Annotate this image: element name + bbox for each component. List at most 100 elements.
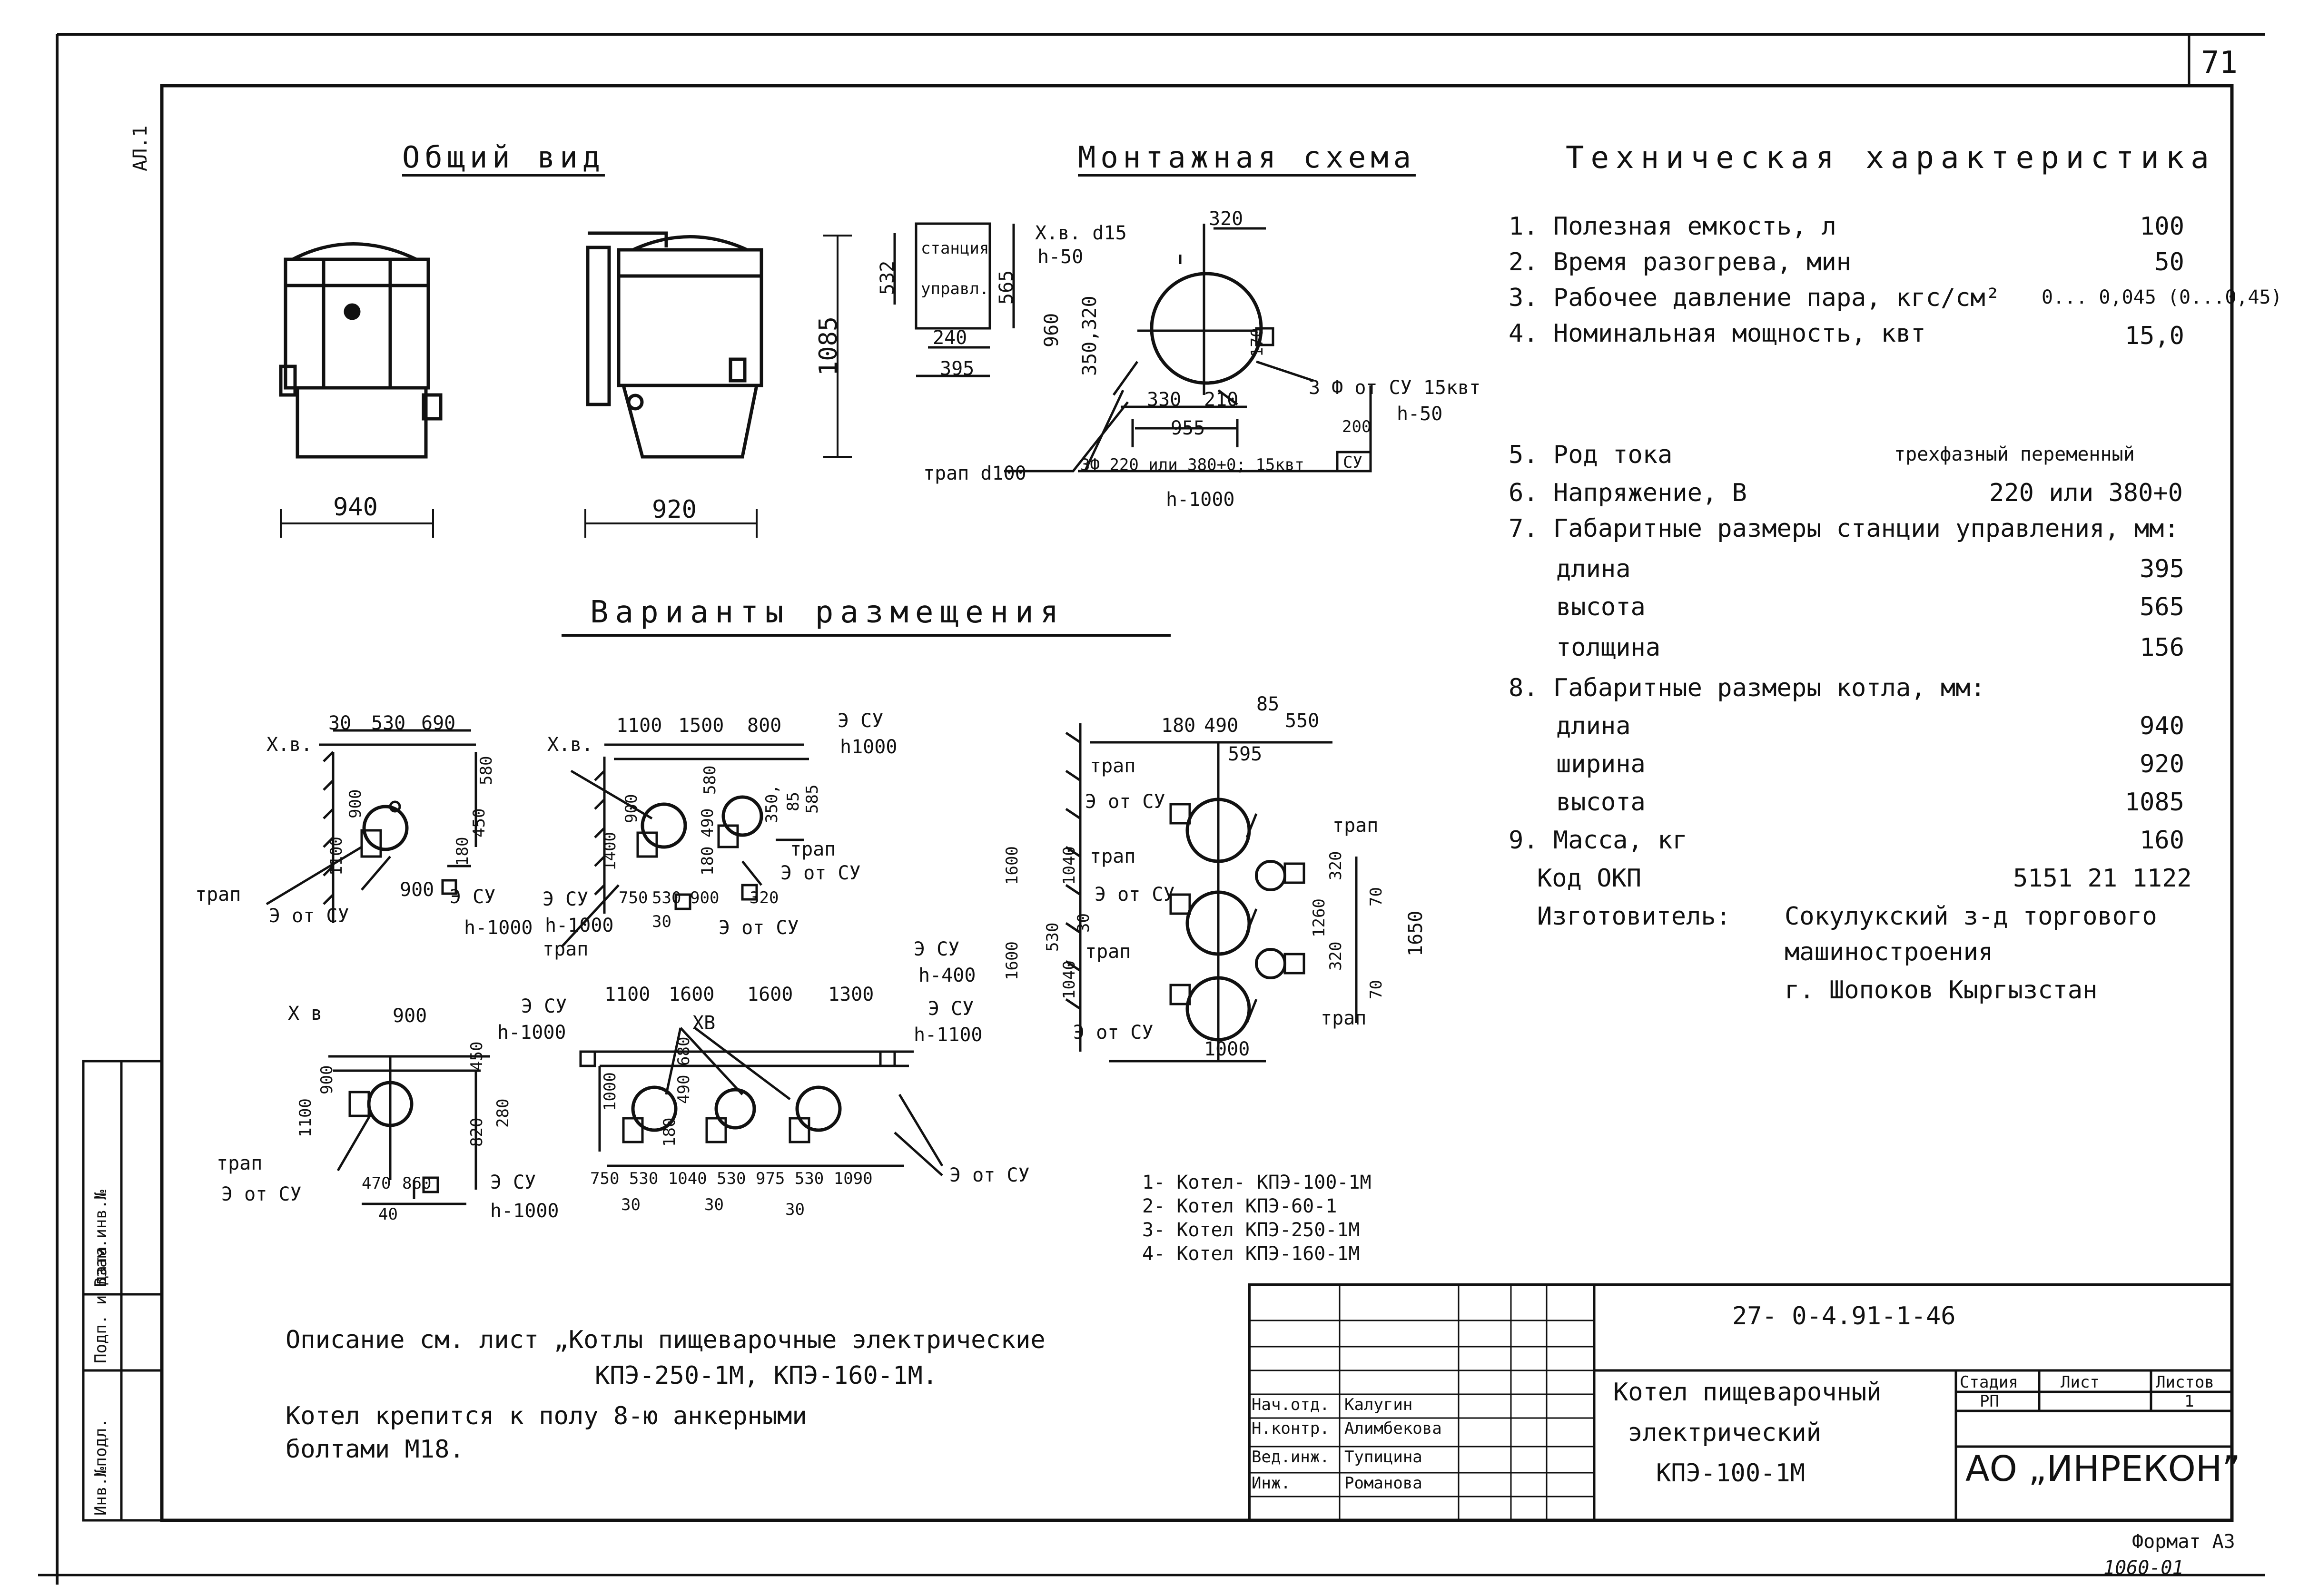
variant-4 [579, 1027, 944, 1176]
spec-7a-value: 395 [2140, 555, 2184, 583]
v5-su2: Э от СУ [1095, 884, 1175, 906]
v5-d1650: 1650 [1405, 910, 1427, 956]
dim-240: 240 [933, 327, 967, 349]
v5-trap4: трап [1332, 815, 1379, 837]
tb-sheet-header: Лист [2061, 1373, 2100, 1392]
v4-su-from: Э от СУ [949, 1164, 1030, 1186]
v2-h1000: h1000 [840, 736, 898, 758]
spec-2-label: 2. Время разогрева, мин [1509, 248, 1852, 276]
v5-d1040b: 1040 [1060, 960, 1079, 999]
company-name: АО „ИНРЕКОН” [1965, 1448, 2240, 1489]
spec-5-label: 5. Род тока [1509, 441, 1673, 469]
okp-label: Код ОКП [1537, 864, 1642, 893]
v2-d180: 180 [698, 846, 717, 876]
v2-d530: 530 [652, 888, 681, 907]
spec-7b-label: высота [1556, 593, 1646, 621]
variant-2 [561, 743, 809, 948]
variant-5 [1065, 723, 1358, 1063]
legend-item-4: 4- Котел КПЭ-160-1М [1142, 1243, 1360, 1265]
v1-d900: 900 [346, 789, 365, 818]
v5-d320b: 320 [1326, 941, 1345, 971]
v2-d85: 85 [784, 792, 803, 811]
v3-h1000: h-1000 [497, 1022, 566, 1044]
v2-su: Э СУ [838, 710, 884, 732]
v5-d490: 490 [1204, 715, 1239, 737]
spec-8a-value: 940 [2140, 712, 2184, 740]
variant-1 [266, 729, 477, 923]
side-code: АЛ.1 [129, 125, 151, 171]
v5-d1000: 1000 [1204, 1038, 1250, 1060]
spec-1-value: 100 [2140, 212, 2184, 241]
dim-532: 532 [877, 260, 898, 295]
v2-d1100: 1100 [616, 715, 662, 737]
note-line-2: КПЭ-250-1М, КПЭ-160-1М. [595, 1361, 938, 1390]
v4-d180: 180 [660, 1117, 679, 1147]
dim-565: 565 [996, 270, 1017, 305]
general-view-side [586, 231, 763, 459]
tb-role-1: Нач.отд. [1252, 1395, 1330, 1414]
h50-label: h-50 [1037, 246, 1084, 268]
v5-d1260: 1260 [1310, 898, 1329, 937]
v5-d1600a: 1600 [1003, 846, 1022, 885]
v5-d595: 595 [1228, 743, 1263, 765]
spec-2-value: 50 [2154, 248, 2184, 276]
dim-200: 200 [1342, 417, 1372, 436]
v3-su2: Э СУ [490, 1172, 536, 1193]
spec-9-value: 160 [2140, 826, 2184, 855]
tb-name-2: Алимбекова [1344, 1419, 1442, 1438]
spec-7c-label: толщина [1556, 633, 1661, 662]
okp-value: 5151 21 1122 [2013, 864, 2192, 893]
tb-role-4: Инж. [1252, 1474, 1291, 1493]
tb-name-4: Романова [1344, 1474, 1422, 1493]
v5-d30: 30 [1074, 913, 1093, 933]
tb-name-1: Калугин [1344, 1395, 1413, 1414]
tb-stage-header: Стадия [1960, 1373, 2018, 1392]
v1-xv: Х.в. [266, 734, 313, 756]
v1-d30: 30 [328, 712, 352, 734]
note-line-3: Котел крепится к полу 8-ю анкерными [286, 1402, 807, 1430]
h50-label-2: h-50 [1397, 403, 1443, 425]
tb-sheets-header: Листов [2156, 1373, 2214, 1392]
v1-h1000: h-1000 [464, 917, 533, 939]
variant-3 [328, 1055, 490, 1205]
v3-d820: 820 [467, 1117, 486, 1147]
v5-d1040: 1040 [1060, 846, 1079, 885]
tb-stage-value: РП [1980, 1392, 1999, 1411]
v2-d1500: 1500 [678, 715, 724, 737]
v2-d800: 800 [747, 715, 782, 737]
v4-d30a: 30 [621, 1195, 641, 1214]
cable-label: 3Ф 220 или 380+0; 15квт [1080, 455, 1304, 474]
format-label: Формат А3 [2132, 1531, 2235, 1553]
tb-role-2: Н.контр. [1252, 1419, 1330, 1438]
v4-su: Э СУ [914, 938, 960, 960]
note-line-4: болтами М18. [286, 1435, 464, 1464]
v4-h1100: h-1100 [914, 1024, 983, 1046]
v4-d1300: 1300 [828, 984, 874, 1005]
v2-trap2: трап [543, 938, 589, 960]
v1-d580: 580 [477, 756, 496, 785]
note-line-1: Описание см. лист „Котлы пищеварочные эл… [286, 1326, 1046, 1354]
v2-su-from: Э от СУ [780, 862, 861, 884]
dim-395: 395 [940, 358, 975, 380]
v4-su2: Э СУ [928, 998, 974, 1020]
v1-d180: 180 [453, 837, 472, 866]
v2-trap: трап [790, 838, 836, 860]
v4-d1600a: 1600 [669, 984, 715, 1005]
dim-1085: 1085 [814, 316, 843, 376]
v5-d70b: 70 [1367, 980, 1386, 999]
legend-item-1: 1- Котел- КПЭ-100-1М [1142, 1172, 1372, 1193]
dim-320-top: 320 [1209, 208, 1243, 230]
v5-trap1: трап [1090, 755, 1136, 777]
general-view-front [279, 242, 443, 459]
v2-d1400: 1400 [601, 832, 620, 871]
v5-d70a: 70 [1367, 887, 1386, 906]
stamp-replace-inv: Взам.инв.№ [91, 1190, 110, 1287]
general-view-heading: Общий вид [402, 140, 605, 175]
v2-d585: 585 [803, 784, 822, 814]
mounting-scheme-heading: Монтажная схема [1078, 140, 1416, 175]
manufacturer-label: Изготовитель: [1537, 902, 1731, 931]
v3-h1000b: h-1000 [490, 1200, 559, 1222]
v5-su1: Э от СУ [1085, 791, 1165, 813]
v5-d1600b: 1600 [1003, 941, 1022, 980]
